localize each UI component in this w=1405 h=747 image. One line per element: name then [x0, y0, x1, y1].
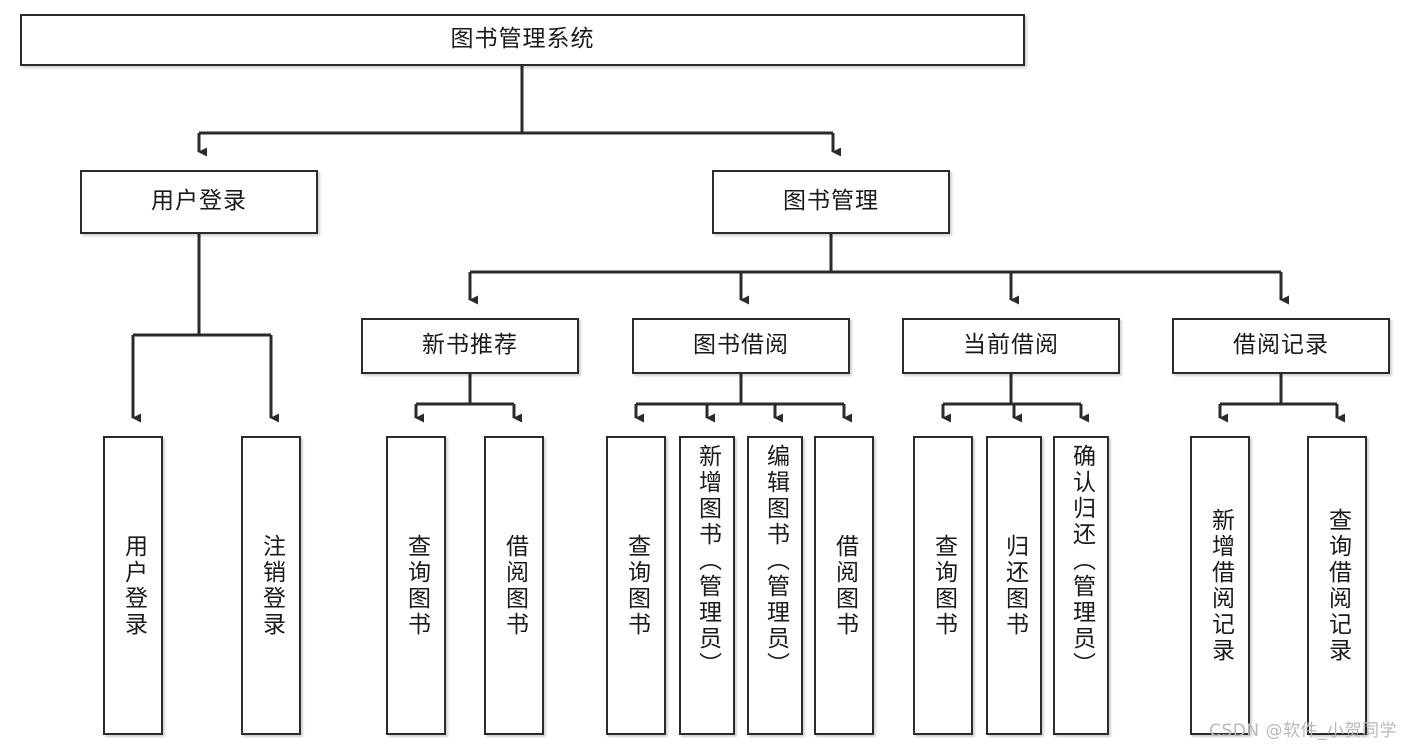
node-user-login-label: 用户登录 — [151, 188, 247, 215]
node-book-manage[interactable]: 图书管理 — [712, 170, 950, 234]
edge-bookborrow-to-leaves — [634, 374, 852, 423]
leaf-query-book-2[interactable]: 查询图书 — [606, 436, 666, 735]
leaf-query-record-label: 查询借阅记录 — [1324, 507, 1351, 664]
edge-root-to-level2 — [197, 66, 841, 157]
node-current-borrow[interactable]: 当前借阅 — [902, 318, 1120, 374]
leaf-user-logout-label: 注销登录 — [258, 533, 285, 638]
node-book-borrow[interactable]: 图书借阅 — [632, 318, 850, 374]
leaf-query-book-1[interactable]: 查询图书 — [386, 436, 446, 735]
node-new-book-rec-label: 新书推荐 — [422, 332, 518, 359]
leaf-add-record-label: 新增借阅记录 — [1207, 507, 1234, 664]
leaf-return-book[interactable]: 归还图书 — [986, 436, 1042, 735]
leaf-query-book-2-label: 查询图书 — [623, 533, 650, 638]
leaf-edit-book[interactable]: 编辑图书（管理员） — [747, 436, 803, 735]
leaf-borrow-book-1-label: 借阅图书 — [501, 533, 528, 638]
leaf-return-book-label: 归还图书 — [1001, 533, 1028, 638]
leaf-borrow-book-2[interactable]: 借阅图书 — [814, 436, 874, 735]
leaf-borrow-book-1[interactable]: 借阅图书 — [484, 436, 544, 735]
edge-newbookrec-to-leaves — [414, 374, 522, 423]
leaf-borrow-book-2-label: 借阅图书 — [831, 533, 858, 638]
leaf-add-book-label: 新增图书（管理员） — [694, 444, 721, 678]
leaf-add-record[interactable]: 新增借阅记录 — [1190, 436, 1250, 735]
node-book-manage-label: 图书管理 — [783, 188, 879, 215]
edge-borrowrecord-to-leaves — [1218, 374, 1345, 423]
edge-userlogin-to-leaves — [131, 234, 279, 423]
node-book-borrow-label: 图书借阅 — [693, 332, 789, 359]
leaf-user-logout[interactable]: 注销登录 — [241, 436, 301, 735]
leaf-edit-book-label: 编辑图书（管理员） — [762, 444, 789, 678]
leaf-user-login[interactable]: 用户登录 — [103, 436, 163, 735]
node-new-book-rec[interactable]: 新书推荐 — [361, 318, 579, 374]
leaf-user-login-label: 用户登录 — [120, 533, 147, 638]
leaf-query-record[interactable]: 查询借阅记录 — [1307, 436, 1367, 735]
node-root-label: 图书管理系统 — [450, 26, 595, 53]
leaf-query-book-3[interactable]: 查询图书 — [913, 436, 973, 735]
edge-bookmanage-to-level3 — [468, 234, 1289, 305]
csdn-watermark: CSDN @软件_小贺同学 — [1209, 721, 1397, 741]
leaf-confirm-return[interactable]: 确认归还（管理员） — [1053, 436, 1109, 735]
node-user-login[interactable]: 用户登录 — [80, 170, 318, 234]
leaf-add-book[interactable]: 新增图书（管理员） — [679, 436, 735, 735]
node-borrow-record-label: 借阅记录 — [1233, 332, 1329, 359]
leaf-query-book-1-label: 查询图书 — [403, 533, 430, 638]
node-borrow-record[interactable]: 借阅记录 — [1172, 318, 1390, 374]
node-root[interactable]: 图书管理系统 — [20, 14, 1025, 66]
leaf-query-book-3-label: 查询图书 — [930, 533, 957, 638]
edge-currentborrow-to-leaves — [941, 374, 1089, 423]
leaf-confirm-return-label: 确认归还（管理员） — [1068, 444, 1095, 678]
node-current-borrow-label: 当前借阅 — [963, 332, 1059, 359]
